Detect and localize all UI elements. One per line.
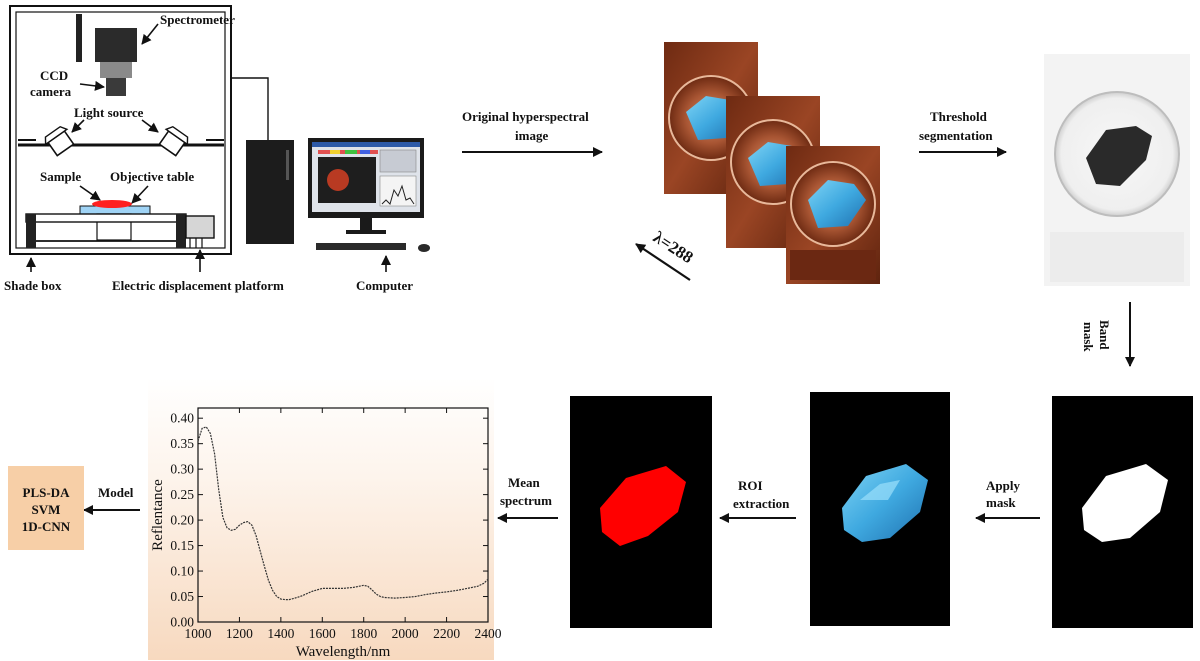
x-tick-label: 2400 — [475, 626, 502, 641]
imaging-apparatus: Spectrometer CCD camera Light source Sam… — [4, 5, 284, 293]
y-tick-label: 0.05 — [170, 589, 194, 604]
sample-dish-icon — [92, 200, 132, 208]
apply-mask-label-line1: Apply — [986, 478, 1020, 493]
masked-image — [810, 392, 950, 626]
y-axis-label: Reflentance — [150, 479, 166, 551]
shade-box-label: Shade box — [4, 278, 62, 293]
x-tick-label: 1400 — [267, 626, 294, 641]
apply-mask-label-line2: mask — [986, 495, 1016, 510]
x-tick-label: 2200 — [433, 626, 460, 641]
threshold-label-line2: segmentation — [919, 128, 993, 143]
lambda-arrow — [635, 243, 691, 281]
sample-label: Sample — [40, 169, 81, 184]
motor-icon — [185, 215, 215, 239]
y-tick-label: 0.15 — [170, 538, 194, 553]
original-label-line1: Original hyperspectral — [462, 109, 589, 124]
model-label: Model — [98, 485, 134, 500]
threshold-label-line1: Threshold — [930, 109, 988, 124]
mean-spectrum-label-line1: Mean — [508, 475, 541, 490]
x-tick-label: 1000 — [185, 626, 212, 641]
spectrometer-icon — [95, 28, 137, 62]
roi-label-line2: extraction — [733, 496, 790, 511]
lambda-label: λ=288 — [650, 227, 697, 267]
hypercube-stack — [664, 42, 880, 284]
band-mask-label-line2: mask — [1081, 322, 1096, 352]
x-tick-label: 1200 — [226, 626, 253, 641]
computer-label: Computer — [356, 278, 413, 293]
light-source-right-icon — [158, 125, 189, 157]
mean-spectrum-line — [197, 426, 489, 601]
platform-label: Electric displacement platform — [112, 278, 284, 293]
y-tick-label: 0.30 — [170, 462, 194, 477]
y-tick-label: 0.10 — [170, 564, 194, 579]
band-image-3 — [786, 146, 880, 284]
mouse-icon — [418, 244, 430, 252]
ccd-camera-icon — [106, 78, 126, 96]
y-tick-label: 0.20 — [170, 513, 194, 528]
y-tick-label: 0.40 — [170, 411, 194, 426]
original-label-line2: image — [515, 128, 548, 143]
ccd-camera-label-line2: camera — [30, 84, 72, 99]
mean-spectrum-label-line2: spectrum — [500, 493, 552, 508]
spectrometer-label: Spectrometer — [160, 12, 235, 27]
x-tick-label: 2000 — [392, 626, 419, 641]
x-tick-label: 1800 — [350, 626, 377, 641]
platform-icon — [25, 213, 187, 223]
band-mask-label-line1: Band — [1097, 320, 1112, 350]
computer-icon: Computer — [246, 138, 430, 293]
x-tick-label: 1600 — [309, 626, 336, 641]
light-source-label: Light source — [74, 105, 144, 120]
x-axis-label: Wavelength/nm — [296, 644, 391, 660]
keyboard-icon — [316, 243, 406, 250]
light-source-left-icon — [44, 125, 75, 157]
roi-image — [570, 396, 712, 628]
y-tick-label: 0.35 — [170, 436, 194, 451]
y-tick-label: 0.25 — [170, 487, 194, 502]
roi-label-line1: ROI — [738, 478, 763, 493]
ccd-camera-label-line1: CCD — [40, 68, 68, 83]
mask-image — [1052, 396, 1193, 628]
model-item-pls-da: PLS-DA — [23, 485, 71, 500]
model-box: PLS-DA SVM 1D-CNN — [8, 466, 84, 550]
y-tick-label: 0.00 — [170, 615, 194, 630]
model-item-svm: SVM — [32, 502, 61, 517]
threshold-image — [1044, 54, 1190, 286]
model-item-1d-cnn: 1D-CNN — [22, 519, 71, 534]
objective-table-label: Objective table — [110, 169, 194, 184]
plot-frame — [197, 407, 489, 623]
reflectance-chart: 1000 1200 1400 1600 1800 2000 2200 2400 0.00 0.05… — [148, 378, 502, 660]
shade-box — [9, 5, 232, 255]
